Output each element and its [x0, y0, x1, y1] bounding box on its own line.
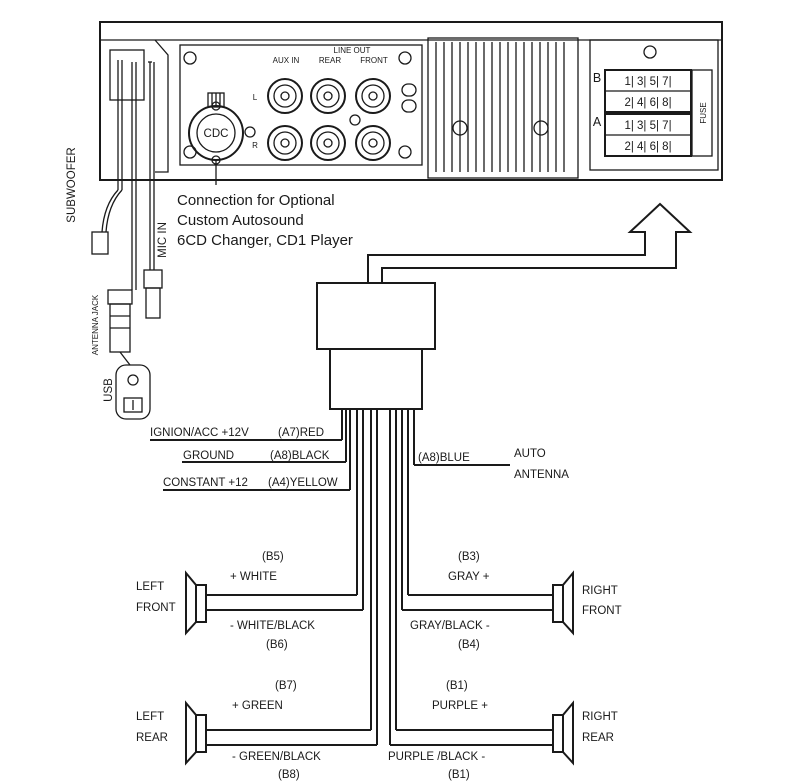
usb-label: USB [103, 378, 115, 402]
speaker-left-front [185, 570, 207, 636]
aux-in-label: AUX IN [273, 56, 300, 65]
iso-b-pins-odd: 1| 3| 5| 7| [624, 76, 671, 88]
mount-screw [244, 126, 256, 138]
iso-connectors [604, 69, 713, 157]
mic-in-label: MIC IN [157, 222, 169, 258]
heat-sink-screw [452, 120, 468, 136]
ignition-function-label: IGNION/ACC +12V [150, 427, 249, 439]
left-rear-name-2: REAR [136, 732, 168, 744]
rca-panel [179, 44, 423, 166]
left-channel-label: L [253, 93, 258, 102]
side-leads [91, 49, 163, 420]
right-front-negative-label: GRAY/BLACK - [410, 620, 490, 632]
rca-jack-front-left [355, 78, 391, 114]
iso-a-pins-odd: 1| 3| 5| 7| [624, 120, 671, 132]
mount-screw [398, 145, 412, 159]
right-front-negative-pin: (B4) [458, 639, 480, 651]
left-rear-name-1: LEFT [136, 711, 164, 723]
cdc-note-line-2: Custom Autosound [177, 212, 304, 229]
harness-plug-body [329, 348, 423, 410]
heat-sink-fins [435, 42, 565, 172]
constant-function-label: CONSTANT +12 [163, 477, 248, 489]
cdc-note-line-3: 6CD Changer, CD1 Player [177, 232, 353, 249]
left-rear-positive-pin: (B7) [275, 680, 297, 692]
left-front-name-1: LEFT [136, 581, 164, 593]
antenna-jack-label: ANTENNA JACK [91, 294, 100, 355]
right-front-name-2: FRONT [582, 605, 622, 617]
left-front-negative-pin: (B6) [266, 639, 288, 651]
rear-out-label: REAR [319, 56, 341, 65]
right-channel-label: R [252, 141, 258, 150]
right-rear-positive-label: PURPLE + [432, 700, 488, 712]
iso-connector-housing [589, 39, 719, 171]
harness-plug-head [316, 282, 436, 350]
left-front-name-2: FRONT [136, 602, 176, 614]
mic-in-plug [143, 269, 163, 289]
head-unit-chassis [99, 21, 723, 181]
rca-jacks [267, 78, 417, 161]
usb-plug [115, 364, 151, 420]
iso-b-pins-even: 2| 4| 6| 8| [624, 97, 671, 109]
cdc-label: CDC [204, 128, 229, 140]
mount-screw [643, 45, 657, 59]
rca-jack-front-right [355, 125, 391, 161]
fuse-label: FUSE [699, 102, 708, 123]
left-front-positive-pin: (B5) [262, 551, 284, 563]
mount-screw [349, 114, 361, 126]
left-front-positive-label: + WHITE [230, 571, 277, 583]
ground-function-label: GROUND [183, 450, 234, 462]
right-rear-negative-label: PURPLE /BLACK - [388, 751, 485, 763]
speaker-right-rear [552, 700, 574, 766]
front-out-label: FRONT [360, 56, 388, 65]
iso-a-pins-even: 2| 4| 6| 8| [624, 141, 671, 153]
iso-a-label: A [593, 115, 602, 129]
ground-wire-code: (A8)BLACK [270, 450, 330, 462]
right-front-name-1: RIGHT [582, 585, 618, 597]
heat-sink-screw [533, 120, 549, 136]
rca-jack-aux-left [267, 78, 303, 114]
speaker-right-front [552, 570, 574, 636]
iso-b-label: B [593, 71, 601, 85]
left-rear-positive-label: + GREEN [232, 700, 283, 712]
right-rear-positive-pin: (B1) [446, 680, 468, 692]
rca-jack-aux-right [267, 125, 303, 161]
mount-screw [398, 51, 412, 65]
subwoofer-plug [91, 231, 109, 255]
right-rear-negative-pin: (B1) [448, 769, 470, 781]
right-front-positive-label: GRAY + [448, 571, 490, 583]
antenna-function-label-1: AUTO [514, 448, 546, 460]
harness-to-iso-arrow [367, 202, 693, 283]
heat-sink [427, 37, 579, 179]
antenna-jack-plug [107, 289, 133, 305]
fuse-holder [691, 69, 713, 157]
subwoofer-label: SUBWOOFER [66, 147, 78, 222]
rca-jack-rear-left [310, 78, 346, 114]
antenna-wire-code: (A8)BLUE [418, 452, 470, 464]
wire-bundle [341, 409, 415, 745]
ignition-wire-code: (A7)RED [278, 427, 324, 439]
left-rear-negative-pin: (B8) [278, 769, 300, 781]
head-unit-rear-panel [99, 21, 723, 181]
right-rear-name-1: RIGHT [582, 711, 618, 723]
speaker-left-rear [185, 700, 207, 766]
mount-screw [183, 51, 197, 65]
left-rear-negative-label: - GREEN/BLACK [232, 751, 321, 763]
constant-wire-code: (A4)YELLOW [268, 477, 338, 489]
rca-jack-rear-right [310, 125, 346, 161]
line-out-label: LINE OUT [334, 46, 371, 55]
left-front-negative-label: - WHITE/BLACK [230, 620, 315, 632]
right-front-positive-pin: (B3) [458, 551, 480, 563]
reset-button [401, 83, 417, 97]
right-rear-name-2: REAR [582, 732, 614, 744]
antenna-function-label-2: ANTENNA [514, 469, 569, 481]
cdc-note-line-1: Connection for Optional [177, 192, 335, 209]
